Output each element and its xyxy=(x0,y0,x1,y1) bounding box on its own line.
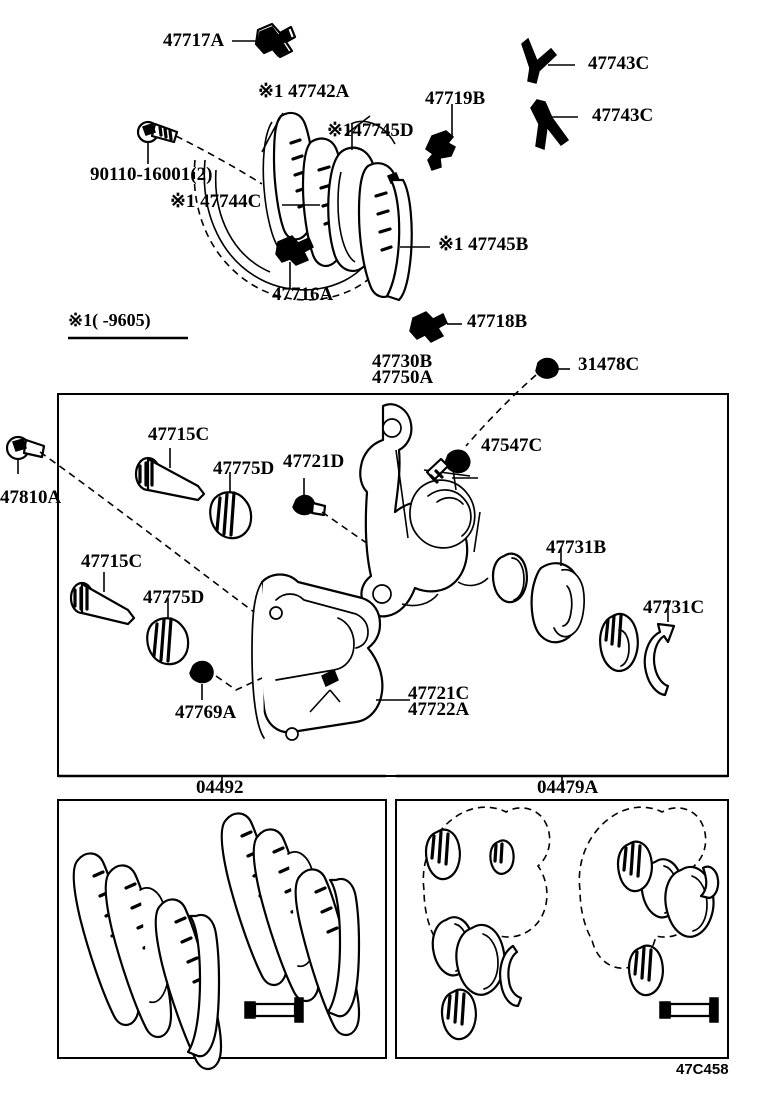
callout-47810A: 47810A xyxy=(0,487,62,508)
part-torque-plate xyxy=(251,573,410,741)
callout-47775D-upper: 47775D xyxy=(213,458,275,479)
callout-47744C: ※1 47744C xyxy=(170,191,262,212)
part-47743C-clip-upper xyxy=(521,37,575,84)
part-47731B-piston xyxy=(530,548,585,644)
callout-47769A: 47769A xyxy=(175,702,237,723)
part-31478C-bleeder xyxy=(465,357,570,447)
callout-47745B: ※1 47745B xyxy=(438,234,529,255)
callout-47745D: ※147745D xyxy=(327,120,414,141)
part-47743C-clip-lower xyxy=(530,99,578,151)
callout-47743C-upper: 47743C xyxy=(588,53,650,74)
callout-47743C-lower: 47743C xyxy=(592,105,654,126)
callout-47547C: 47547C xyxy=(481,435,543,456)
callout-47722A: 47722A xyxy=(408,699,470,720)
brake-pad-stack xyxy=(262,111,413,302)
part-47721D-bolt xyxy=(292,478,375,549)
part-47731C-snap-ring xyxy=(643,600,676,697)
seal-kit-box xyxy=(395,799,729,1059)
part-47547C-bleeder xyxy=(425,449,478,484)
brake-disc-outline xyxy=(193,159,379,301)
pad-kit-contents xyxy=(72,812,361,1071)
part-47715C-pin-upper xyxy=(134,448,206,502)
callout-47718B: 47718B xyxy=(467,311,528,332)
part-47719B-clip xyxy=(425,104,456,171)
callout-47721D: 47721D xyxy=(283,451,345,472)
callout-47721C: 47721C xyxy=(408,683,470,704)
callout-47750A: 47750A xyxy=(372,367,434,388)
part-47775D-bushing-upper xyxy=(209,472,253,540)
callout-47719B: 47719B xyxy=(425,88,486,109)
pad-kit-box xyxy=(57,799,387,1059)
footnote-text: ※1( -9605) xyxy=(68,310,151,330)
leader-47742A xyxy=(261,112,284,153)
callout-47742A: ※1 47742A xyxy=(258,81,350,102)
part-47769A-clip xyxy=(189,660,263,700)
main-assembly-box xyxy=(57,393,729,777)
group-label-04479A: 04479A xyxy=(537,777,599,798)
callout-47775D-lower: 47775D xyxy=(143,587,205,608)
part-47810A-bolt xyxy=(5,435,263,619)
part-90110-16001-bolt xyxy=(136,120,263,185)
callout-90110-16001: 90110-16001(2) xyxy=(90,164,213,185)
callout-47730B: 47730B xyxy=(372,351,433,372)
part-caliper-body xyxy=(359,403,489,618)
part-47715C-pin-lower xyxy=(69,572,136,626)
callout-47731B: 47731B xyxy=(546,537,607,558)
callout-47715C-lower: 47715C xyxy=(81,551,143,572)
part-47775D-bushing-lower xyxy=(146,598,190,666)
part-dust-boot xyxy=(599,612,639,673)
part-47717A-clip xyxy=(232,22,297,59)
footer-code: 47C458 xyxy=(676,1061,729,1078)
part-47716A-clip xyxy=(275,235,314,288)
part-47718B-clip xyxy=(409,311,462,343)
callout-31478C: 31478C xyxy=(578,354,640,375)
callout-47717A: 47717A xyxy=(163,30,225,51)
group-label-04492: 04492 xyxy=(196,777,244,798)
callout-47731C: 47731C xyxy=(643,597,705,618)
callout-47715C-upper: 47715C xyxy=(148,424,210,445)
part-piston-seal-ring xyxy=(491,552,528,604)
seal-kit-contents xyxy=(422,806,720,1041)
callout-47716A: 47716A xyxy=(272,284,334,305)
